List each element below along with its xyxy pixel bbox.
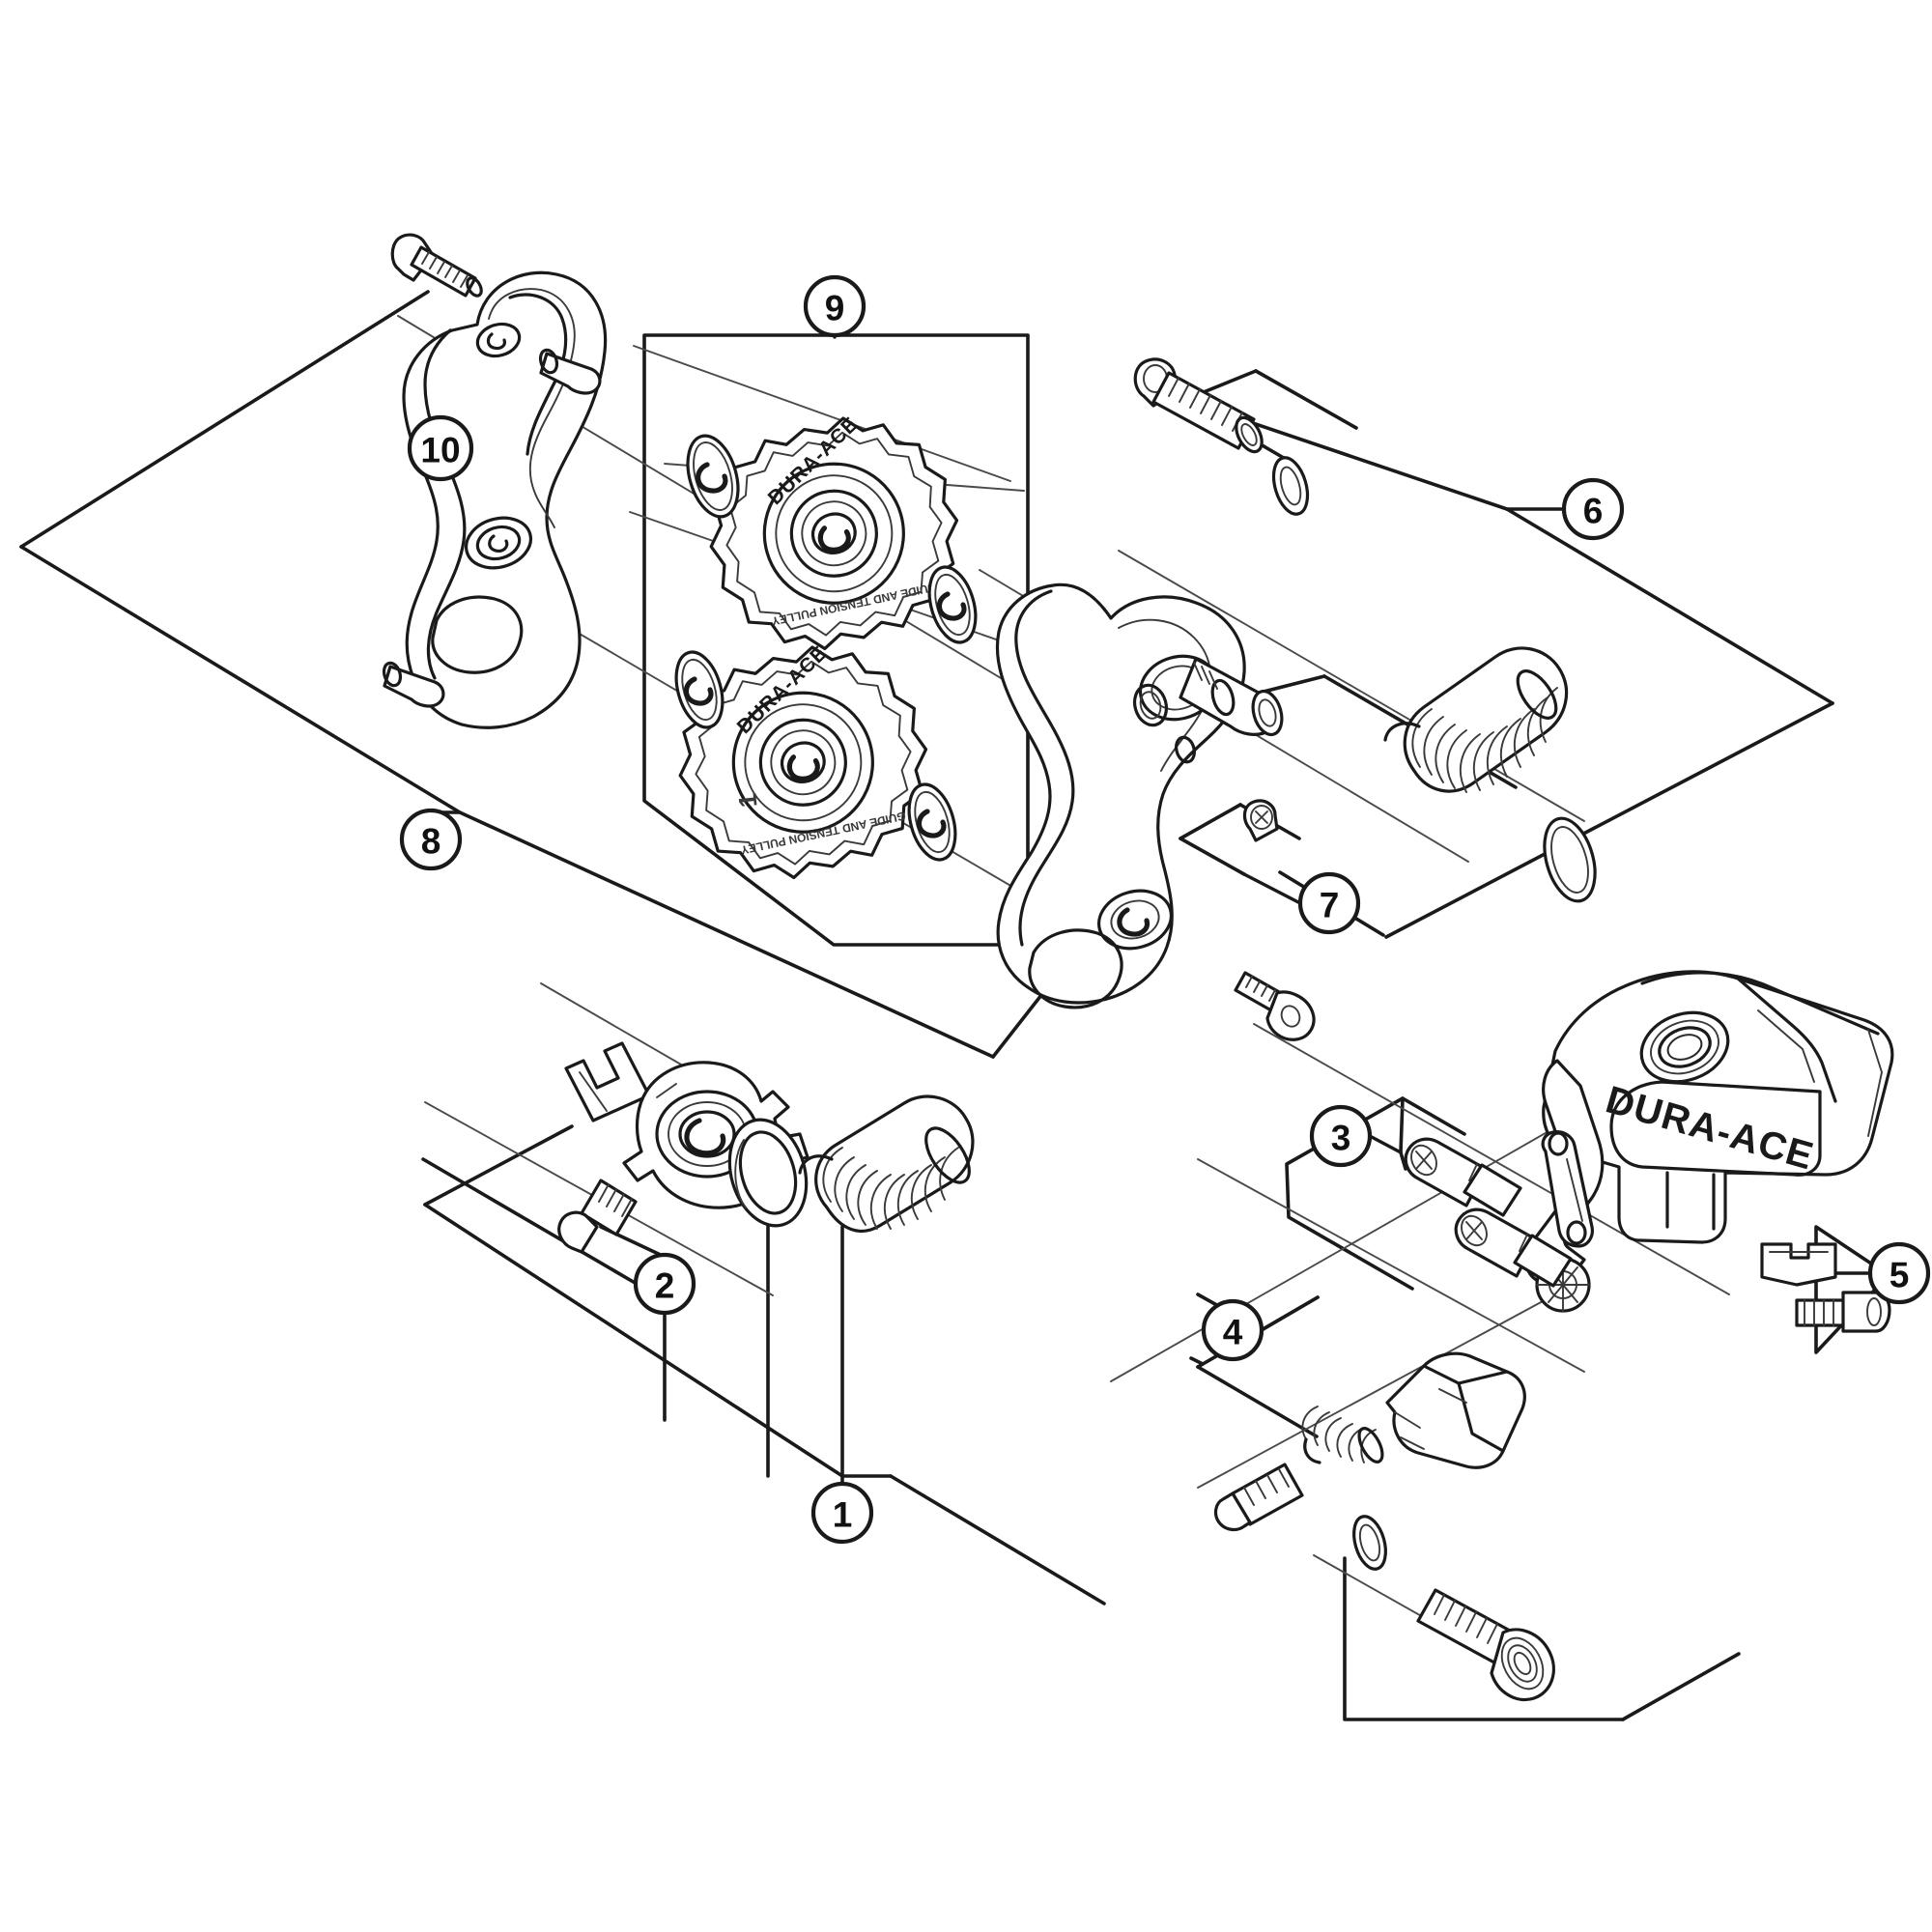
p-spring-washer [1543,816,1597,903]
callout-4[interactable]: 4 [1201,1298,1264,1362]
callout-9-label: 9 [825,289,845,328]
cage-plate-fixing-bolt [390,233,483,298]
p-tension-spring [1383,646,1569,793]
callout-2-label: 2 [655,1266,675,1306]
callout-10-circle[interactable] [407,414,474,482]
pulley-washer-upper-left [686,434,740,519]
callout-7-circle[interactable] [1297,871,1361,935]
callout-8-circle[interactable] [399,808,463,871]
guide-pulley: DURA-ACE GUIDE AND TENSION PULLEY [709,412,959,651]
main-body-dura-ace: DURA-ACE [1524,970,1894,1313]
pulley-bolt [1242,799,1279,842]
stopper-bolt [1795,1291,1891,1333]
callout-5-label: 5 [1889,1256,1910,1295]
cable-adjusting-barrel [1385,1351,1526,1469]
tension-coil-spring [798,1094,975,1234]
cage-stopper-screw [557,1179,638,1254]
callout-5[interactable]: 5 [1867,1241,1931,1305]
b-axle-washer-lower [1352,1515,1387,1571]
callout-10-label: 10 [420,431,460,470]
bracket-axle-stopper [1760,1242,1837,1287]
callout-1-label: 1 [833,1495,853,1535]
barrel-spring [1301,1406,1384,1464]
callout-2[interactable]: 2 [633,1252,696,1316]
callout-6[interactable]: 6 [1561,477,1625,541]
b-axle-bolt-lower [1416,1588,1555,1702]
callout-5-circle[interactable] [1867,1241,1931,1305]
group-bracket-6-lower [1343,1556,1741,1721]
pulley-washer-lower-right [907,782,957,862]
group-1-member-leaders [766,1213,844,1478]
cable-fixing-nut [1213,1463,1304,1532]
cage-stopper-clip [564,1041,651,1122]
callout-9[interactable]: 9 [803,274,867,338]
tension-pulley-number-text: 1 [732,792,762,810]
limit-screw-plate [1541,1130,1594,1248]
callout-9-circle[interactable] [803,274,867,338]
callout-8-label: 8 [421,822,441,862]
callout-4-circle[interactable] [1201,1298,1264,1362]
limit-screw-bottom [1454,1208,1573,1288]
b-axle-bolt [1133,357,1264,454]
callout-4-label: 4 [1223,1313,1243,1352]
callout-8[interactable]: 8 [399,808,463,871]
tension-pulley: DURA-ACE GUIDE AND TENSION PULLEY 1 [678,641,928,880]
callout-7-label: 7 [1320,886,1340,925]
group-bracket-3 [1285,1096,1466,1291]
inner-cage-plate [995,582,1284,1009]
callout-10[interactable]: 10 [407,414,474,482]
callout-7[interactable]: 7 [1297,871,1361,935]
cage-pivot-bolt [1234,971,1316,1041]
callout-6-label: 6 [1583,492,1604,531]
limit-screw-top [1404,1137,1522,1217]
callout-6-circle[interactable] [1561,477,1625,541]
callout-1[interactable]: 1 [810,1481,874,1545]
tension-spring-ring [727,1118,809,1228]
pulley-washer-lower-left [674,650,724,729]
callout-3[interactable]: 3 [1309,1104,1373,1168]
pulley-washer-upper-right [927,565,978,644]
callout-1-circle[interactable] [810,1481,874,1545]
outer-cage-plate [382,270,608,729]
callout-3-circle[interactable] [1309,1104,1373,1168]
b-axle-washer [1271,456,1310,516]
callout-3-label: 3 [1331,1119,1351,1158]
callout-2-circle[interactable] [633,1252,696,1316]
